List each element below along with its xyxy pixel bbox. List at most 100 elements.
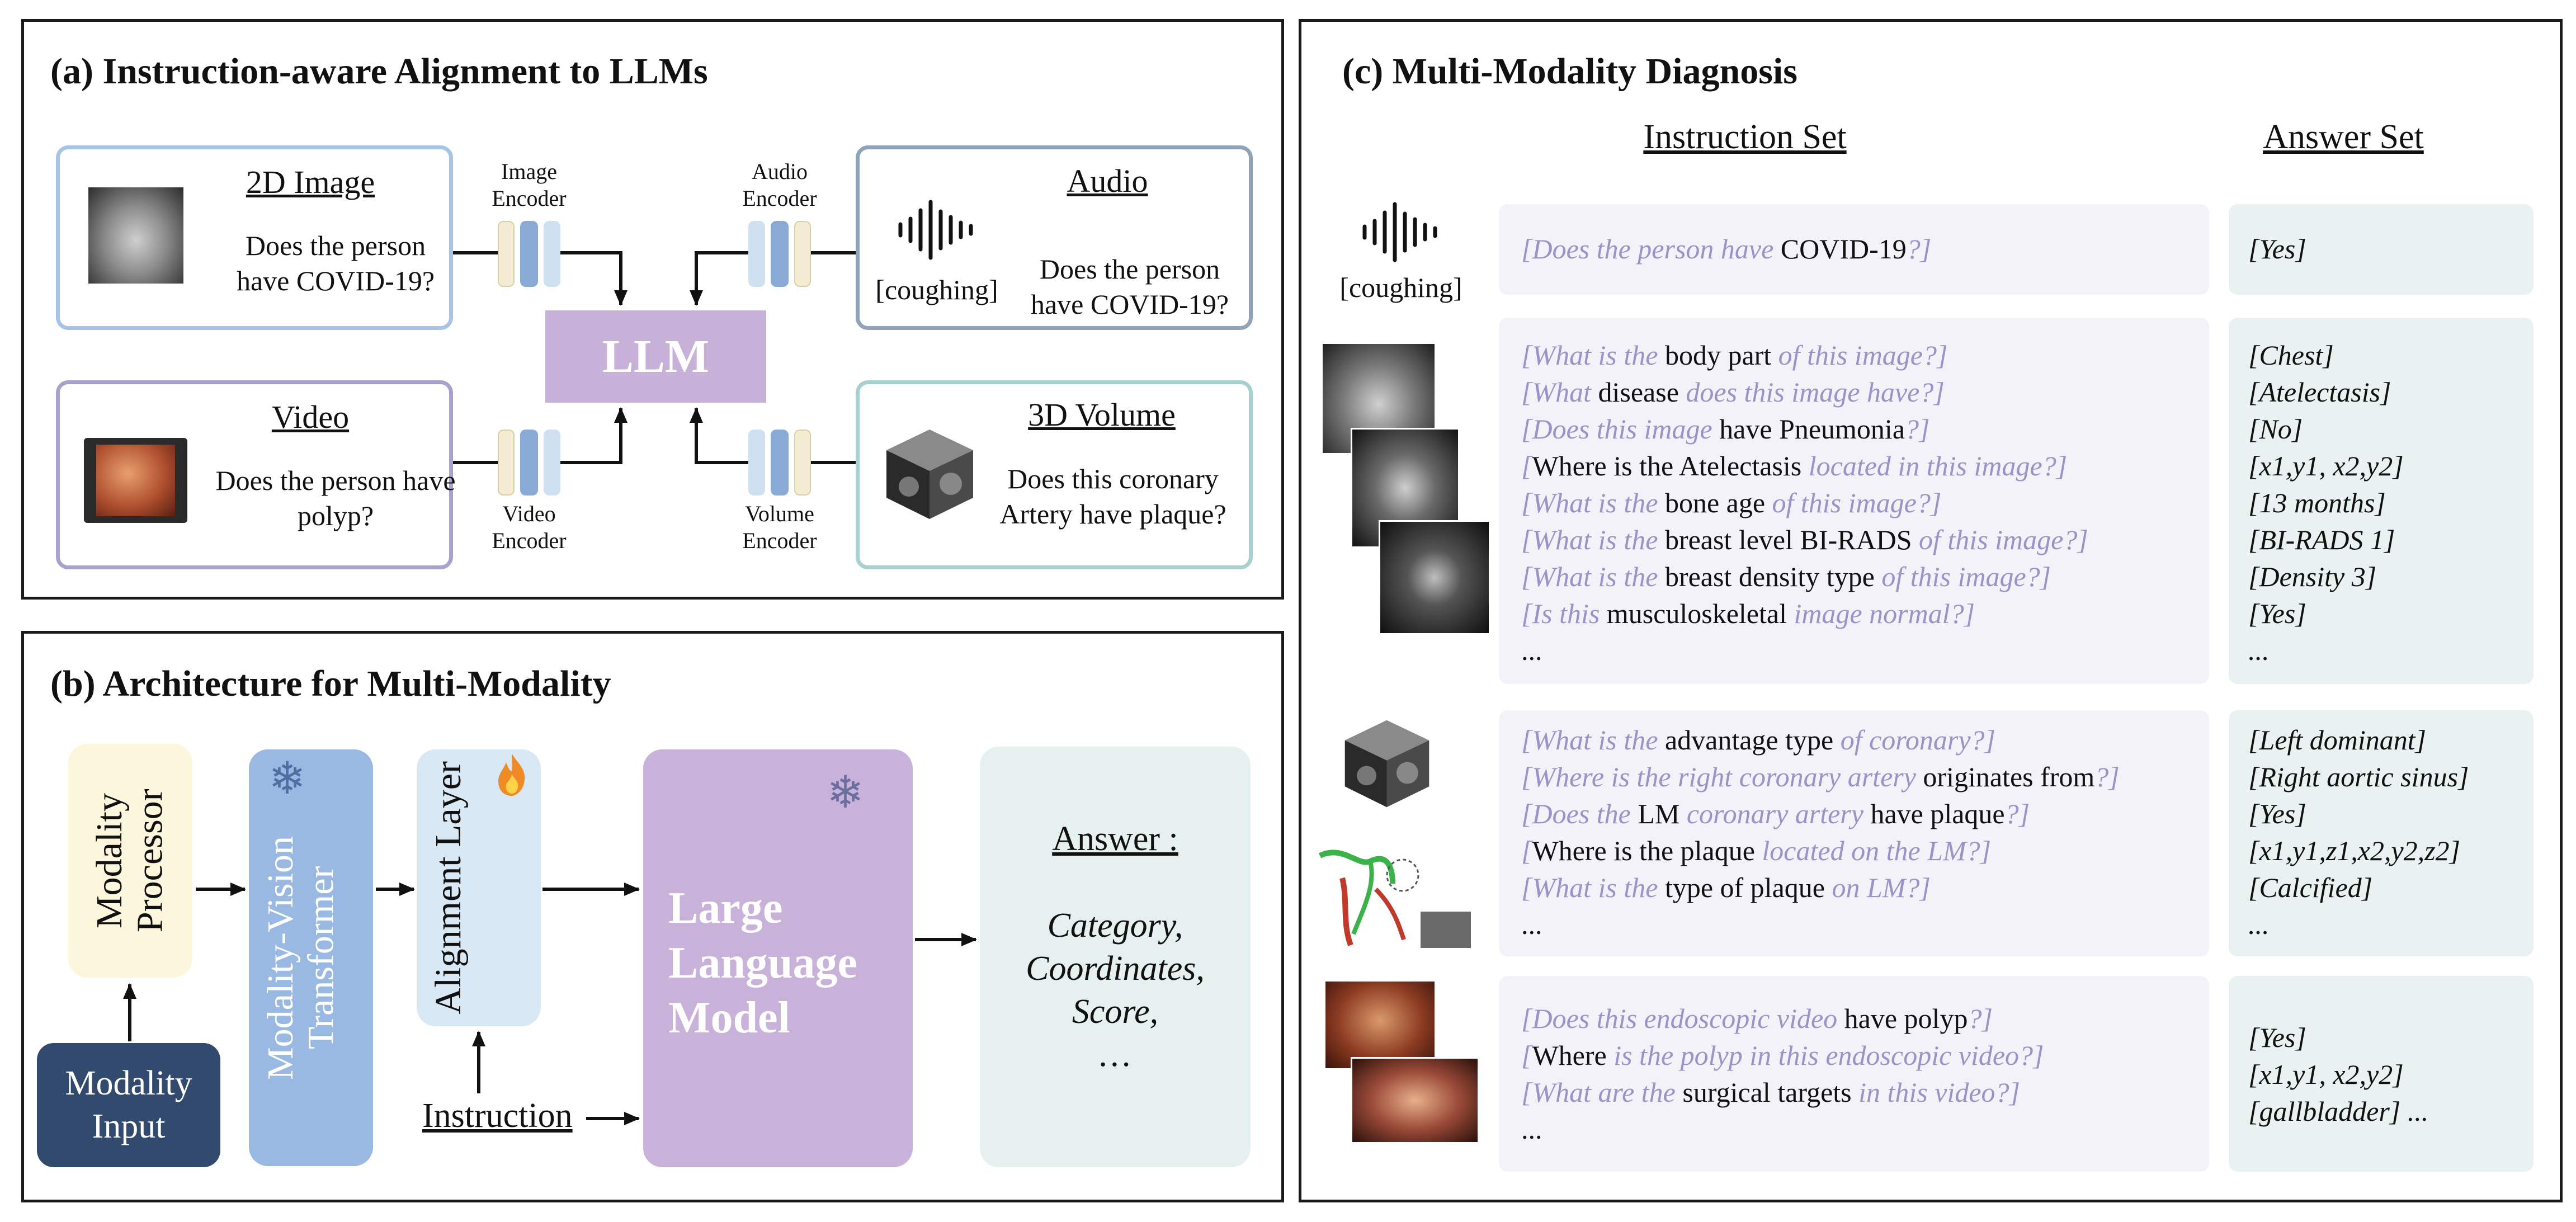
audio-encoder-label: Audio Encoder xyxy=(742,159,817,211)
answer-item-1: Category, xyxy=(1047,907,1183,945)
arrow-audio-encoder-to-llm xyxy=(690,251,748,306)
answer-box-4 xyxy=(2229,976,2533,1172)
instruction-box-3 xyxy=(1499,710,2209,956)
instruction-list-1: [Does the person have COVID-19?] xyxy=(1521,230,1931,267)
modality-input-label: Modality Input xyxy=(65,1064,192,1146)
instruction-key-text: bone age xyxy=(1664,487,1766,518)
answer-line: [13 months] xyxy=(2248,487,2386,518)
answer-line: [Left dominant] xyxy=(2248,724,2427,756)
instruction-template-text: ?] xyxy=(2094,761,2120,792)
instruction-key-text: ... xyxy=(1521,635,1542,666)
answer-line: [Atelectasis] xyxy=(2248,376,2391,408)
volume-card-title: 3D Volume xyxy=(1028,397,1176,433)
answer-line: [Density 3] xyxy=(2248,561,2377,592)
answer-line: [BI-RADS 1] xyxy=(2248,524,2395,555)
video-card-question: Does the person have polyp? xyxy=(215,465,456,531)
vision-transformer-box: Modality-Vision Transformer xyxy=(249,749,373,1166)
instruction-label: Instruction xyxy=(422,1097,573,1135)
answer-item-3: Score, xyxy=(1072,993,1159,1031)
instruction-template-text: located in this image?] xyxy=(1801,450,2068,482)
audio-encoder-block xyxy=(748,221,811,287)
instruction-key-text: ... xyxy=(1521,909,1542,940)
instruction-template-text: on LM?] xyxy=(1824,872,1931,903)
instruction-template-text: [Does this image xyxy=(1521,413,1720,445)
answer-line: [Calcified] xyxy=(2248,872,2373,903)
instruction-line: [Does the LM coronary artery have plaque… xyxy=(1521,795,2120,832)
instruction-line: [What is the body part of this image?] xyxy=(1521,337,2088,374)
instruction-template-text: of this image?] xyxy=(1912,524,2088,555)
instruction-template-text: [What is the xyxy=(1521,724,1665,756)
instruction-template-text: coronary artery xyxy=(1679,798,1871,829)
answer-line: [Right aortic sinus] xyxy=(2248,761,2469,792)
modality-input-box: Modality Input xyxy=(37,1043,220,1167)
coughing-caption-c: [coughing] xyxy=(1339,272,1462,303)
instruction-key-text: Where is the Atelectasis xyxy=(1532,450,1802,482)
instruction-box-4 xyxy=(1499,976,2209,1172)
instruction-box-2 xyxy=(1499,318,2209,684)
answer-list-4: [Yes][x1,y1, x2,y2][gallbladder] ... xyxy=(2248,1019,2428,1130)
instruction-template-text: [Is this xyxy=(1521,598,1607,629)
endoscopy-thumbnail-1 xyxy=(1325,982,1435,1068)
answer-line: [No] xyxy=(2248,413,2303,445)
instruction-set-header: Instruction Set xyxy=(1643,118,1847,156)
foot-xray-thumbnail xyxy=(1379,520,1490,635)
panel-c-title: (c) Multi-Modality Diagnosis xyxy=(1342,51,1797,92)
audio-card-title: Audio xyxy=(1067,163,1148,199)
instruction-key-text: ... xyxy=(1521,1114,1542,1145)
instruction-line: [What is the advantage type of coronary?… xyxy=(1521,721,2120,758)
answer-line: [Yes] xyxy=(2248,233,2306,265)
audio-waveform-icon xyxy=(898,200,973,260)
instruction-list-2: [What is the body part of this image?][W… xyxy=(1521,337,2088,669)
instruction-list-4: [Does this endoscopic video have polyp?]… xyxy=(1521,1000,2044,1148)
answer-line: ... xyxy=(2248,909,2270,940)
arrow-video-encoder-to-llm xyxy=(560,407,628,464)
instruction-template-text: ?] xyxy=(1968,1003,1993,1034)
instruction-key-text: breast density type xyxy=(1664,561,1875,592)
instruction-key-text: musculoskeletal xyxy=(1606,598,1787,629)
image-card-title: 2D Image xyxy=(246,164,375,200)
answer-line: [x1,y1,z1,x2,y2,z2] xyxy=(2248,835,2461,866)
instruction-key-text: body part xyxy=(1664,339,1772,371)
audio-card-question: Does the person have COVID-19? xyxy=(1030,253,1229,320)
arrow-volume-encoder-to-llm xyxy=(690,407,748,464)
video-card-title: Video xyxy=(271,399,350,435)
answer-title: Answer : xyxy=(1052,820,1178,858)
instruction-template-text: [What is the xyxy=(1521,561,1665,592)
vit-snowflake-icon: ❄ xyxy=(268,754,306,804)
llm-label: LLM xyxy=(602,331,710,383)
xray-thumbnail xyxy=(88,187,183,284)
instruction-line: [Does this endoscopic video have polyp?] xyxy=(1521,1000,2044,1037)
instruction-line: ... xyxy=(1521,632,2088,669)
instruction-template-text: located on the LM?] xyxy=(1754,835,1992,866)
instruction-key-text: breast level BI-RADS xyxy=(1664,524,1912,555)
answer-box-1 xyxy=(2229,204,2533,295)
instruction-line: [What is the breast density type of this… xyxy=(1521,558,2088,595)
instruction-template-text: image normal?] xyxy=(1786,598,1975,629)
instruction-line: [What is the bone age of this image?] xyxy=(1521,484,2088,521)
instruction-template-text: of coronary?] xyxy=(1833,724,1995,756)
video-encoder-label: Video Encoder xyxy=(492,501,567,553)
instruction-template-text: in this video?] xyxy=(1851,1077,2021,1108)
instruction-key-text: have plaque xyxy=(1870,798,2005,829)
instruction-key-text: Where xyxy=(1532,1040,1607,1071)
image-card-question: Does the person have COVID-19? xyxy=(236,230,435,296)
instruction-template-text: [What is the xyxy=(1521,872,1665,903)
instruction-line: [What are the surgical targets in this v… xyxy=(1521,1074,2044,1111)
volume-encoder-label: Volume Encoder xyxy=(742,501,817,553)
answer-box-2 xyxy=(2229,318,2533,684)
instruction-key-text: COVID-19 xyxy=(1780,233,1907,265)
audio-caption: [coughing] xyxy=(875,274,998,305)
panel-a-title: (a) Instruction-aware Alignment to LLMs xyxy=(50,51,708,92)
coronary-artery-icon xyxy=(1318,850,1471,948)
answer-line: ... xyxy=(2248,635,2270,666)
answer-line: [x1,y1, x2,y2] xyxy=(2248,450,2404,482)
instruction-template-text: [ xyxy=(1521,1040,1532,1071)
answer-item-4: … xyxy=(1100,1036,1131,1074)
instruction-line: [What is the breast level BI-RADS of thi… xyxy=(1521,521,2088,558)
modality-processor-box: Modality Processor xyxy=(68,744,192,978)
instruction-key-text: surgical targets xyxy=(1682,1077,1852,1108)
audio-waveform-icon-c xyxy=(1362,202,1437,262)
answer-list-3: [Left dominant][Right aortic sinus][Yes]… xyxy=(2248,721,2469,943)
answer-line: [Yes] xyxy=(2248,598,2306,629)
